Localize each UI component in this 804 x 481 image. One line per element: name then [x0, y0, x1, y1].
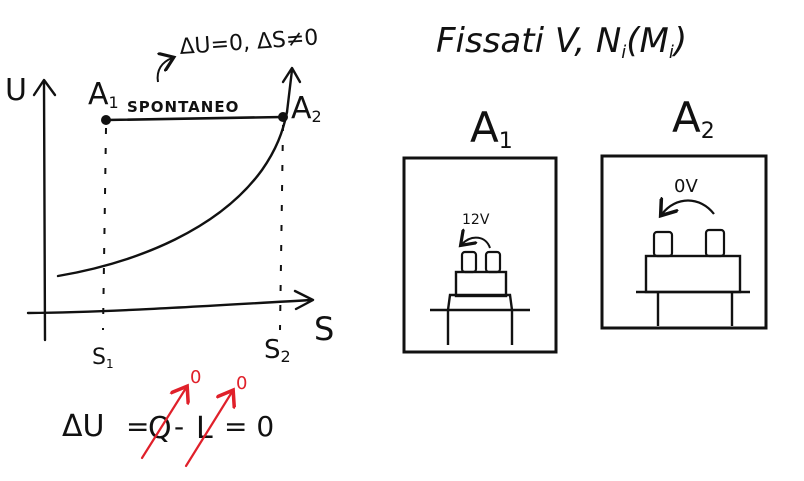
box-a1-cell-left [460, 250, 478, 274]
box-a1-device [454, 270, 508, 298]
curve-arrowhead [281, 66, 302, 84]
spontaneous-path [104, 115, 285, 122]
condition-text: Fissati V, Ni(Mi) [436, 21, 687, 63]
spontaneous-label: SPONTANEO [127, 98, 239, 116]
equation-lhs: ΔU [62, 409, 104, 444]
tick-s2: S2 [264, 335, 291, 366]
box-a1-voltage: 12V [462, 212, 490, 228]
equation-minus: - [174, 410, 184, 443]
box-a1-title: A1 [470, 103, 513, 154]
energy-equation: ΔU = Q - L = 0 0 0 [62, 367, 274, 468]
box-a2-voltage: 0V [674, 176, 698, 197]
box-a2-title: A2 [672, 93, 715, 144]
y-axis [42, 80, 47, 342]
dashed-line-s1 [102, 127, 107, 331]
box-a2-frame [600, 154, 768, 330]
point-a2 [278, 112, 288, 122]
y-axis-arrowhead [32, 78, 57, 97]
q-cancel-value: 0 [190, 367, 201, 388]
box-a2-cell-left [652, 230, 674, 258]
annotation-arrow [156, 58, 172, 83]
equilibrium-curve [56, 110, 289, 278]
curve-arrow-stem [285, 68, 294, 114]
x-axis-label: S [314, 310, 334, 348]
x-axis-arrowhead [293, 289, 315, 311]
box-a1-table [430, 293, 530, 345]
dashed-line-s2 [279, 124, 284, 331]
l-cancel-value: 0 [236, 373, 247, 394]
box-a1-flow-arrow [462, 238, 491, 249]
x-axis [26, 298, 314, 315]
l-cancel-stroke [184, 392, 232, 468]
point-a2-label: A2 [291, 91, 322, 126]
state-a1: A1 12V [402, 103, 558, 354]
box-a1-cell-right [484, 250, 502, 274]
equation-equals-1: = [126, 410, 149, 443]
equation-l: L [196, 411, 213, 446]
y-axis-label: U [5, 73, 27, 108]
condition-title: Fissati V, Ni(Mi) [436, 21, 687, 63]
point-a1-label: A1 [88, 77, 119, 112]
equation-equals-2: = 0 [224, 410, 274, 443]
tick-s1: S1 [92, 345, 114, 371]
box-a2-flow-arrow [662, 201, 715, 215]
point-a1 [101, 115, 111, 125]
box-a2-table [636, 290, 750, 326]
box-a1-frame [402, 156, 558, 354]
state-a2: A2 0V [600, 93, 768, 330]
box-a2-cell-right [704, 228, 726, 258]
box-a2-device [644, 254, 742, 294]
q-cancel-stroke [140, 388, 186, 460]
annotation-text: ΔU=0, ΔS≠0 [179, 25, 319, 60]
u-s-diagram: U S A1 A2 SPONTANEO ΔU=0, ΔS≠0 S1 S2 [5, 25, 334, 371]
